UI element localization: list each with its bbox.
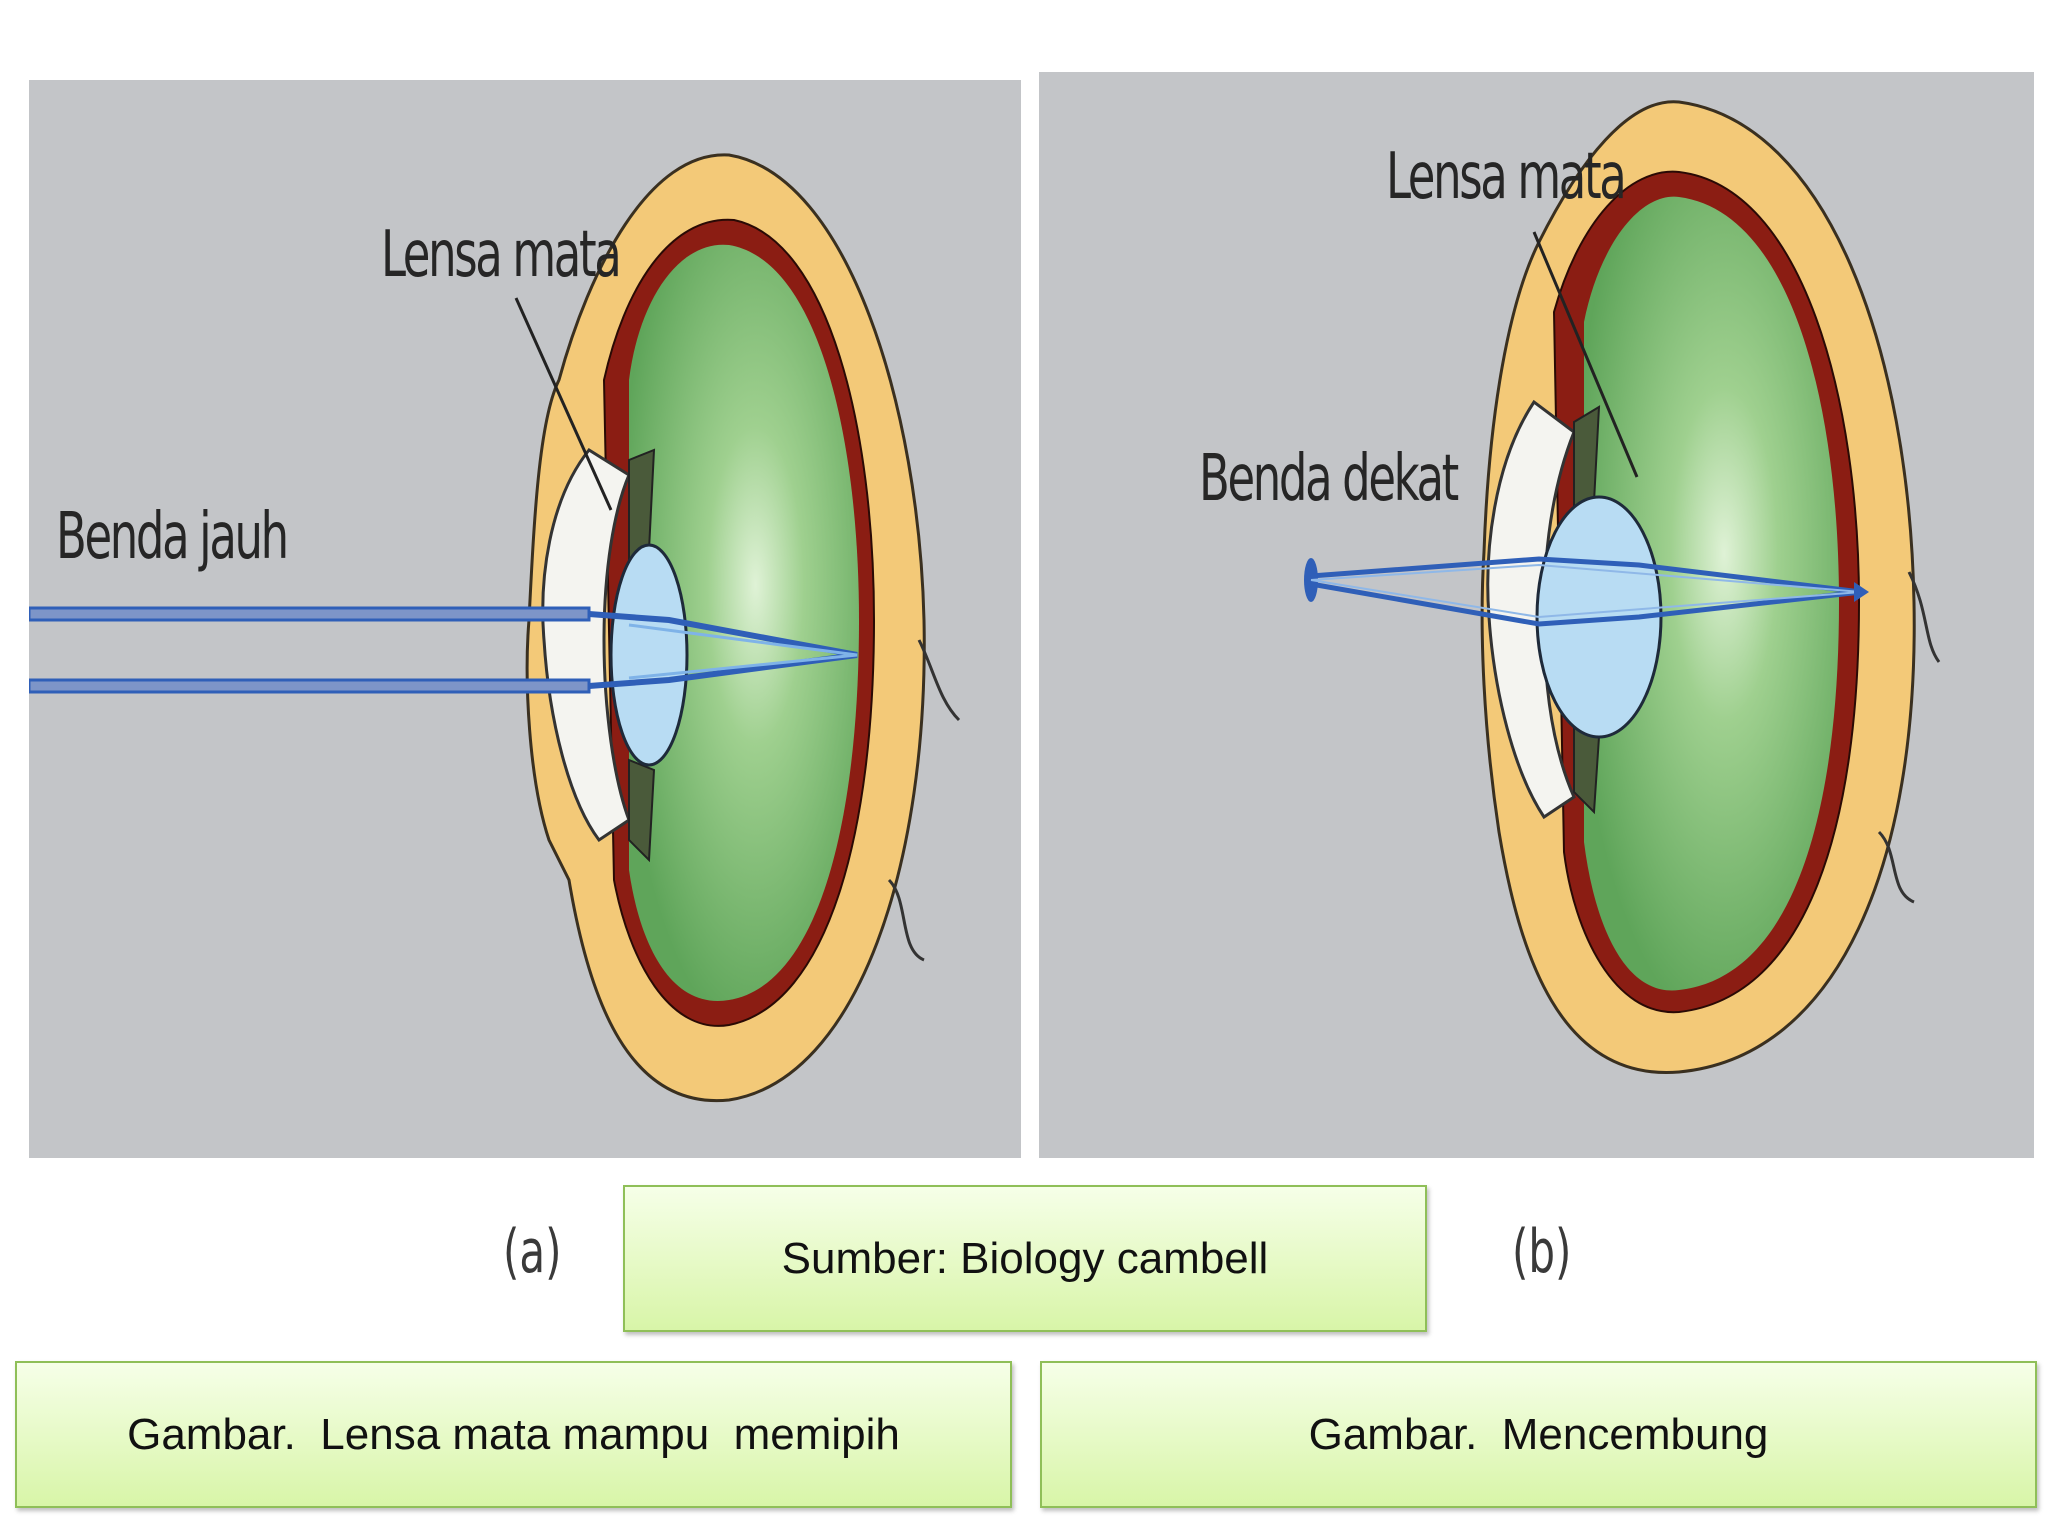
source-caption-box: Sumber: Biology cambell [623,1185,1427,1332]
label-lensa-mata-a: Lensa mata [381,218,622,292]
label-pointer [514,297,613,511]
diagram-panel-a: Lensa mata Benda jauh [29,80,1021,1158]
label-benda-dekat: Benda dekat [1199,442,1459,516]
light-ray-bottom [1310,581,1862,627]
light-ray-bottom [29,678,591,694]
diagram-panel-b: Lensa mata Benda dekat [1039,72,2034,1158]
eye-diagram-near [1304,100,1941,1074]
light-ray-top [29,606,591,622]
iris [628,448,656,562]
vitreous-body [629,244,859,1001]
label-benda-jauh: Benda jauh [56,500,289,574]
eye-diagram-far [29,153,961,1103]
optic-nerve [917,639,961,722]
caption-box-a: Gambar. Lensa mata mampu memipih [15,1361,1012,1508]
cornea [541,448,631,843]
caption-box-b: Gambar. Mencembung [1040,1361,2037,1508]
optic-nerve [1907,571,1941,663]
subfigure-label-a: (a) [503,1217,562,1287]
vitreous-body [1584,196,1839,991]
focus-point [1854,582,1869,602]
light-ray-top [1310,556,1862,595]
label-pointer [1532,231,1639,478]
label-lensa-mata-b: Lensa mata [1386,140,1627,214]
eye-lens [609,543,689,767]
subfigure-label-b: (b) [1512,1217,1572,1287]
